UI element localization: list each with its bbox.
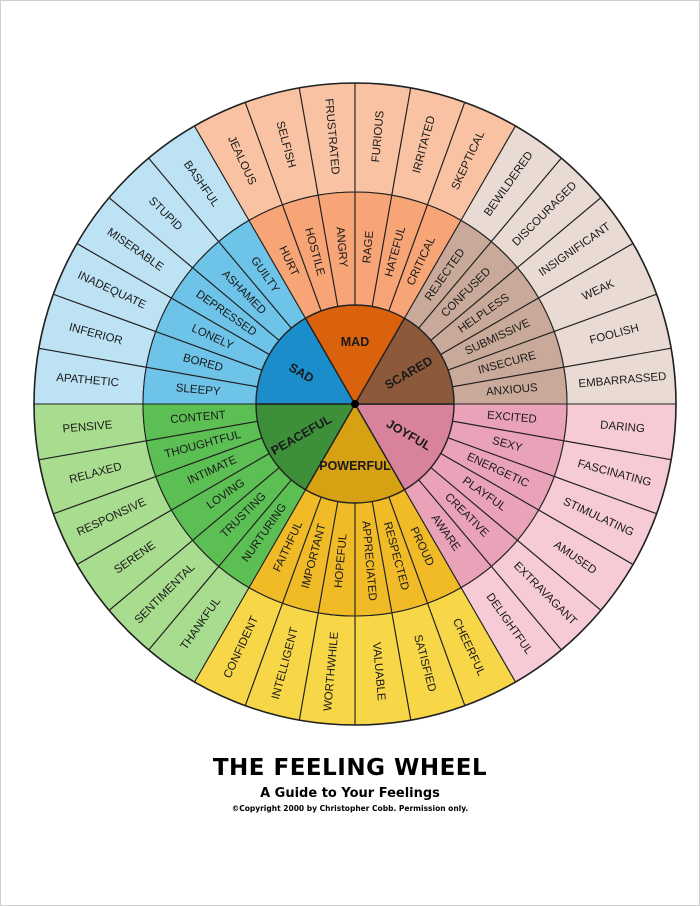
outer-label: DARING bbox=[600, 419, 646, 435]
middle-label: RAGE bbox=[361, 230, 376, 264]
core-segment-peaceful bbox=[255, 403, 357, 491]
subtitle: A Guide to Your Feelings bbox=[260, 786, 440, 801]
outer-border bbox=[33, 82, 677, 726]
center-dot bbox=[351, 400, 359, 408]
middle-label: HOPEFUL bbox=[333, 533, 350, 589]
outer-label: FURIOUS bbox=[370, 110, 386, 163]
core-segment-powerful bbox=[304, 402, 406, 504]
core-segment-mad bbox=[304, 304, 406, 406]
middle-label: EXCITED bbox=[487, 410, 538, 426]
core-segment-scared bbox=[353, 317, 455, 405]
outer-label: PENSIVE bbox=[62, 419, 113, 435]
outer-label: VALUABLE bbox=[370, 642, 387, 702]
core-segment-sad bbox=[255, 317, 357, 405]
core-label: MAD bbox=[341, 335, 369, 349]
middle-label: SLEEPY bbox=[175, 382, 221, 398]
copyright-notice: ©Copyright 2000 by Christopher Cobb. Per… bbox=[231, 804, 469, 813]
page-title: THE FEELING WHEEL bbox=[212, 755, 488, 781]
feeling-wheel: DARINGFASCINATINGSTIMULATINGAMUSEDEXTRAV… bbox=[33, 82, 677, 726]
middle-label: ANGRY bbox=[334, 226, 350, 268]
core-segment-joyful bbox=[353, 403, 455, 491]
middle-label: ANXIOUS bbox=[486, 382, 539, 398]
outer-label: APATHETIC bbox=[56, 372, 120, 389]
core-label: POWERFUL bbox=[319, 459, 391, 473]
middle-label: CONTENT bbox=[170, 409, 226, 426]
